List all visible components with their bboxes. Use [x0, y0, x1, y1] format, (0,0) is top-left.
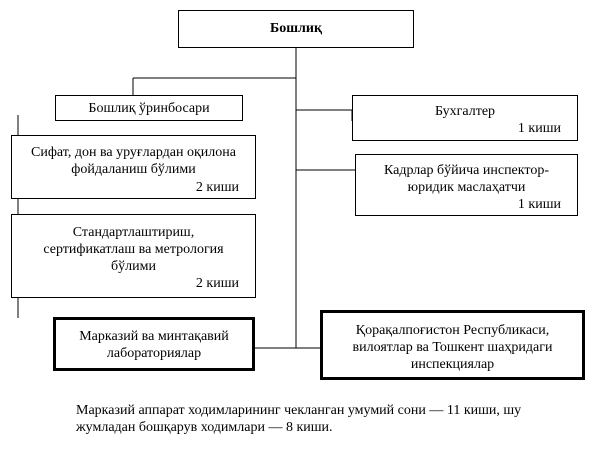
inspections-line1: Қорақалпоғистон Республикаси,: [355, 323, 550, 338]
quality-unit-box: Сифат, дон ва уруғлардан оқилона фойдала…: [11, 135, 256, 199]
accountant-box: Бухгалтер 1 киши: [352, 95, 578, 141]
quality-unit-staff: 2 киши: [195, 180, 239, 195]
hr-legal-line2: юридик маслаҳатчи: [407, 180, 526, 195]
quality-unit-line1: Сифат, дон ва уруғлардан оқилона: [31, 145, 236, 160]
head-title: Бошлиқ: [269, 21, 323, 36]
standards-unit-box: Стандартлаштириш, сертификатлаш ва метро…: [11, 214, 256, 298]
deputy-title: Бошлиқ ўринбосари: [88, 101, 210, 116]
accountant-staff: 1 киши: [517, 121, 561, 136]
hr-legal-line1: Кадрлар бўйича инспектор-: [384, 163, 549, 178]
inspections-line3: инспекциялар: [410, 357, 495, 372]
standards-unit-line1: Стандартлаштириш,: [72, 225, 195, 240]
labs-box: Марказий ва минтақавий лабораториялар: [53, 317, 255, 371]
staff-footnote-line1: Марказий аппарат ходимларининг чекланган…: [76, 403, 522, 418]
deputy-box: Бошлиқ ўринбосари: [55, 95, 243, 121]
labs-line1: Марказий ва минтақавий: [79, 329, 229, 344]
staff-footnote: Марказий аппарат ходимларининг чекланган…: [76, 402, 576, 436]
hr-legal-staff: 1 киши: [517, 197, 561, 212]
hr-legal-box: Кадрлар бўйича инспектор- юридик маслаҳа…: [355, 154, 578, 216]
standards-unit-line3: бўлими: [111, 259, 156, 274]
labs-line2: лабораториялар: [106, 346, 202, 361]
accountant-title: Бухгалтер: [434, 104, 496, 119]
quality-unit-line2: фойдаланиш бўлими: [71, 162, 196, 177]
head-box: Бошлиқ: [178, 10, 414, 48]
inspections-box: Қорақалпоғистон Республикаси, вилоятлар …: [320, 310, 585, 380]
standards-unit-line2: сертификатлаш ва метрология: [43, 242, 224, 257]
staff-footnote-line2: жумладан бошқарув ходимлари — 8 киши.: [76, 420, 333, 435]
standards-unit-staff: 2 киши: [195, 276, 239, 291]
inspections-line2: вилоятлар ва Тошкент шаҳридаги: [352, 340, 553, 355]
